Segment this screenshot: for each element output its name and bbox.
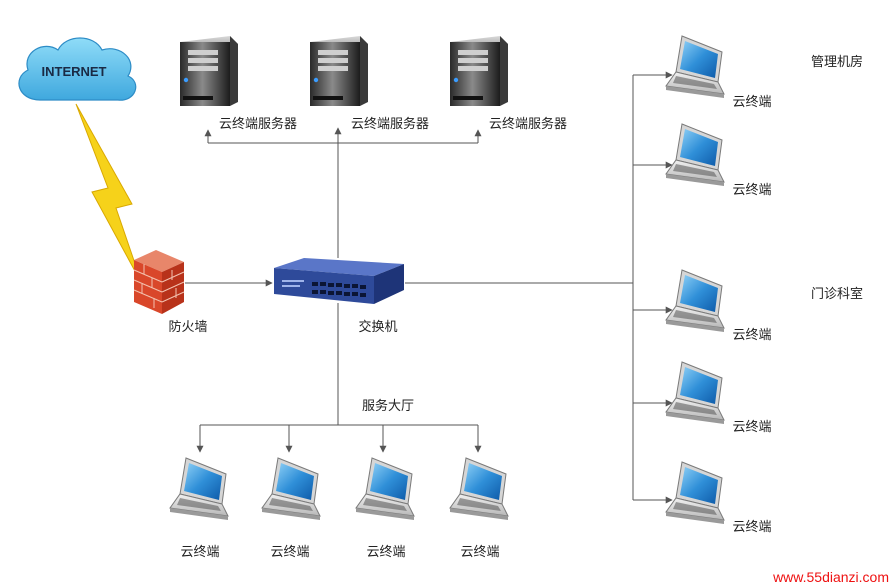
terminal-label: 云终端 [732,419,771,435]
terminal-label: 云终端 [270,544,309,560]
server-label: 云终端服务器 [351,116,429,132]
terminal-laptop-icon [665,35,725,99]
lightning-icon [75,103,143,285]
internet-cloud: INTERNET [18,37,137,101]
server-icon [180,36,238,106]
server-icon [310,36,368,106]
terminal-laptop-icon [665,123,725,187]
internet-label: INTERNET [42,64,107,79]
connection-lines [185,71,673,504]
group-title-clinic: 门诊科室 [811,286,863,302]
group-title-management: 管理机房 [811,54,863,70]
firewall-icon [133,250,185,314]
terminal-laptop-icon [355,457,415,521]
terminal-label: 云终端 [460,544,499,560]
switch-icon [274,258,404,304]
server-icon [450,36,508,106]
terminal-label: 云终端 [732,519,771,535]
server-label: 云终端服务器 [489,116,567,132]
terminal-laptop-icon [261,457,321,521]
terminal-label: 云终端 [732,182,771,198]
terminal-label: 云终端 [366,544,405,560]
terminal-label: 云终端 [180,544,219,560]
terminal-label: 云终端 [732,94,771,110]
terminal-laptop-icon [665,461,725,525]
terminal-laptop-icon [449,457,509,521]
switch-label: 交换机 [358,319,397,335]
group-title-hall: 服务大厅 [362,398,414,414]
terminal-laptop-icon [169,457,229,521]
server-label: 云终端服务器 [219,116,297,132]
terminal-laptop-icon [665,361,725,425]
terminal-laptop-icon [665,269,725,333]
watermark: www.55dianzi.com [772,569,889,585]
firewall-label: 防火墙 [168,319,207,335]
terminal-label: 云终端 [732,327,771,343]
